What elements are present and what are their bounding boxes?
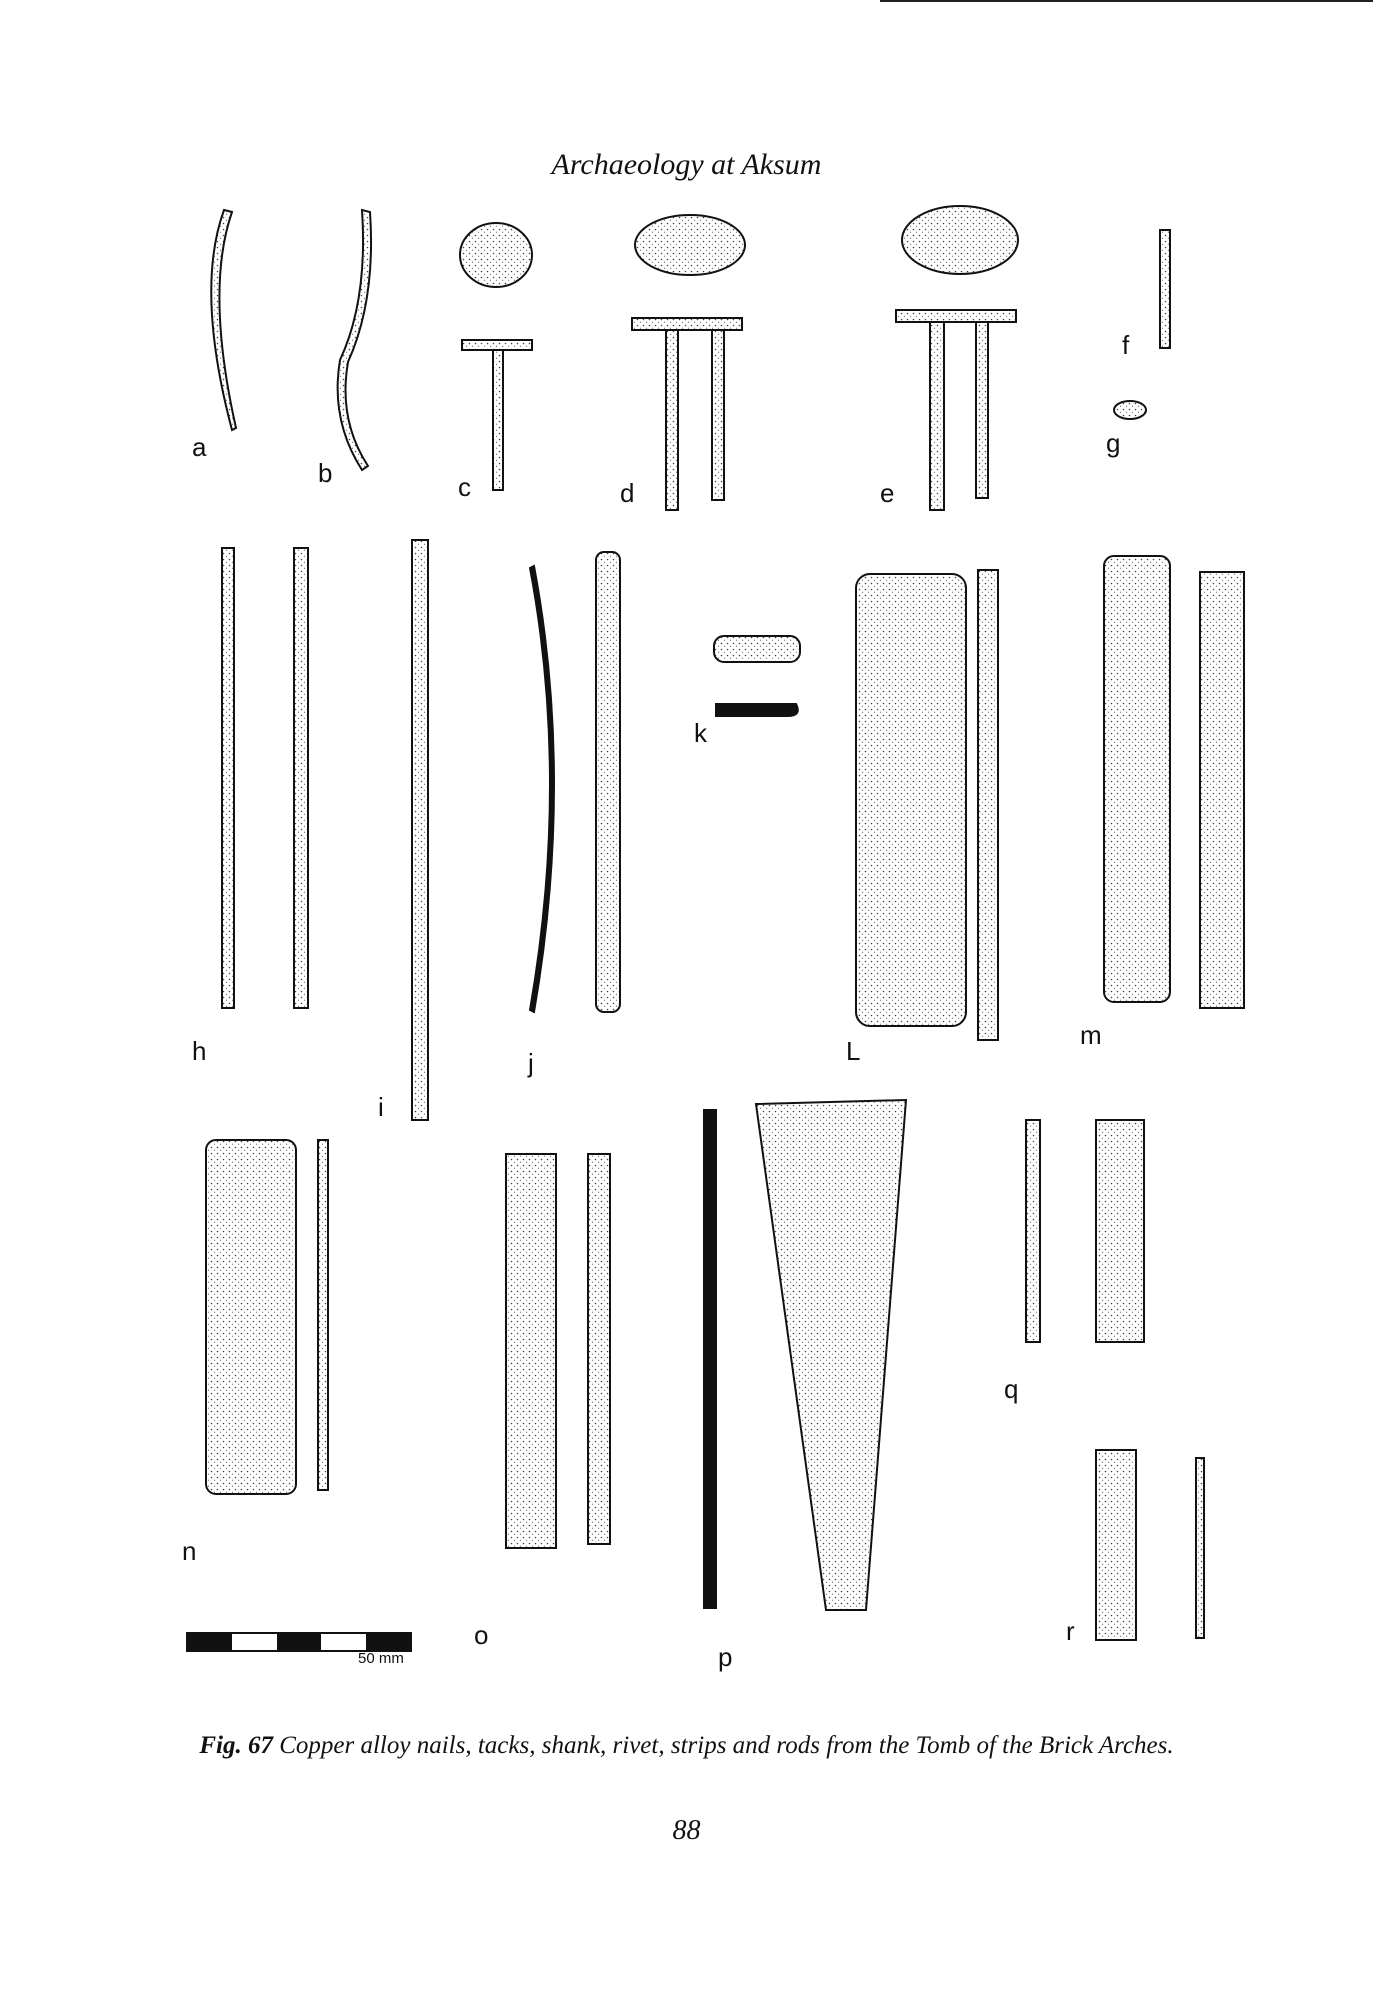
item-label-p: p [718,1642,733,1672]
artifact-h-1 [221,547,235,1009]
item-label-n: n [182,1536,197,1566]
running-head: Archaeology at Aksum [551,148,822,181]
scale-label: 50 mm [358,1650,404,1667]
item-label-b: b [318,458,333,488]
artifact-e-shank-2 [975,321,989,499]
artifact-L [855,573,967,1027]
artifact-d-head-plan [634,214,746,276]
item-label-d: d [620,478,635,508]
artifact-e-shank-1 [929,321,945,511]
item-label-h: h [192,1036,207,1066]
artifact-j [528,564,555,1014]
item-label-r: r [1066,1616,1075,1646]
artifact-d-shank-2 [711,329,725,501]
artifact-o [505,1153,557,1549]
artifact-m [1103,555,1171,1003]
artifact-a [210,208,238,432]
item-label-e: e [880,478,895,508]
artifact-c-head [461,339,533,351]
artifact-r [1095,1449,1137,1641]
scale-bar [186,1632,412,1652]
item-label-a: a [192,432,207,462]
figure-label: Fig. 67 [199,1732,273,1759]
artifact-n [205,1139,297,1495]
artifact-c-head-plan [459,222,533,288]
item-label-k: k [694,718,707,748]
item-label-f: f [1122,330,1130,360]
artifact-k [713,635,801,663]
item-label-q: q [1004,1374,1019,1404]
artifact-b [336,208,373,472]
artifact-g [1113,400,1147,420]
item-label-o: o [474,1620,489,1650]
top-rule [880,0,1373,2]
artifact-q [1095,1119,1145,1343]
artifact-d-shank-1 [665,329,679,511]
item-label-L: L [846,1036,861,1066]
item-label-g: g [1106,428,1121,458]
page-number: 88 [672,1815,701,1846]
artifact-h-2 [293,547,309,1009]
artifact-c-shank [492,349,504,491]
artifact-i [411,539,429,1121]
item-label-i: i [378,1092,384,1122]
artifact-j-section [595,551,621,1013]
artifact-plate [205,205,1245,1641]
figure-caption: Fig. 67 Copper alloy nails, tacks, shank… [0,1732,1373,1760]
item-label-c: c [458,472,471,502]
artifact-p [754,1098,908,1611]
item-label-m: m [1080,1020,1102,1050]
artifact-e-head-plan [901,205,1019,275]
item-label-j: j [528,1048,534,1078]
figure-caption-text: Copper alloy nails, tacks, shank, rivet,… [279,1732,1174,1759]
artifact-f [1159,229,1171,349]
